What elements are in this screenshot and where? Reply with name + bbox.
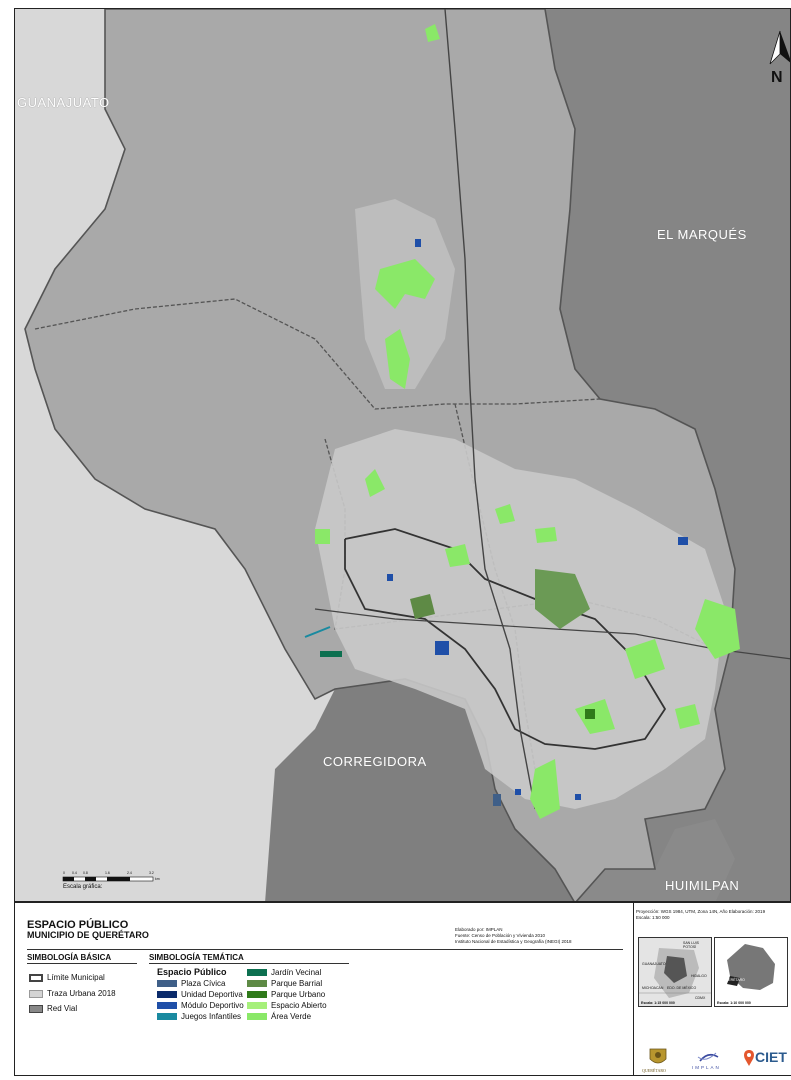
map-subtitle: MUNICIPIO DE QUERÉTARO <box>27 930 149 940</box>
legend-area-verde: Área Verde <box>247 1012 311 1021</box>
region-el-marques <box>545 9 790 901</box>
locator-scale-2: Escala: 1:10 000 000 <box>717 1001 751 1005</box>
scale-bar-graphic <box>62 876 154 882</box>
legend-juegos-infantiles: Juegos Infantiles <box>157 1012 241 1021</box>
implan-logo: IMPLAN <box>686 1049 730 1073</box>
queretaro-logo: QUERÉTARO <box>642 1046 672 1074</box>
thematic-header: SIMBOLOGÍA TEMÁTICA <box>149 953 244 962</box>
projection-1: Proyección: WGS 1984, UTM, Zona 14N, Año… <box>636 909 766 914</box>
ciet-logo: CIET <box>742 1049 788 1071</box>
region-corregidora <box>265 679 574 901</box>
sport-modules <box>387 239 688 800</box>
credit-2: Fuente: Censo de Población y Vivienda 20… <box>455 933 545 938</box>
locator-map-mexico: SAN LUIS POTOSÍ GUANAJUATO HIDALGO MICHO… <box>638 937 712 1007</box>
green-spaces <box>315 24 740 819</box>
north-label: N <box>771 69 783 86</box>
legend-divider <box>27 949 623 950</box>
delegation-lines <box>34 298 601 410</box>
juegos-infantiles <box>304 626 331 638</box>
urban-area <box>315 429 725 809</box>
locator-map-state: QUERÉTARO Escala: 1:10 000 000 <box>714 937 788 1007</box>
legend-limite-municipal: Límite Municipal <box>29 973 105 982</box>
map-canvas[interactable]: GUANAJUATO EL MARQUÉS CORREGIDORA HUIMIL… <box>14 8 791 902</box>
legend-parque-barrial: Parque Barrial <box>247 979 322 988</box>
scale-ticks: 0 0.4 0.8 1.6 2.4 3.2 <box>63 871 154 875</box>
projection-2: Escala: 1:50 000 <box>636 915 670 920</box>
legend-panel: ESPACIO PÚBLICO MUNICIPIO DE QUERÉTARO E… <box>14 902 634 1076</box>
legend-parque-urbano: Parque Urbano <box>247 990 325 999</box>
scale-label: Escala gráfica: <box>63 884 103 890</box>
thematic-divider <box>149 963 349 964</box>
label-huimilpan: HUIMILPAN <box>665 878 740 893</box>
legend-modulo-deportivo: Módulo Deportivo <box>157 1001 244 1010</box>
highway-57 <box>444 9 536 810</box>
region-huimilpan <box>576 819 735 901</box>
legend-red-vial: Red Vial <box>29 1004 77 1013</box>
basic-divider <box>27 963 137 964</box>
basic-header: SIMBOLOGÍA BÁSICA <box>27 953 112 962</box>
locator-panel: Proyección: WGS 1984, UTM, Zona 14N, Año… <box>634 902 791 1076</box>
legend-traza-urbana: Traza Urbana 2018 <box>29 989 116 998</box>
credit-3: Instituto Nacional de Estadística y Geog… <box>455 939 572 944</box>
legend-espacio-abierto: Espacio Abierto <box>247 1001 327 1010</box>
map-title: ESPACIO PÚBLICO <box>27 919 129 931</box>
thematic-group: Espacio Público <box>157 967 227 977</box>
locator-scale-1: Escala: 1:15 000 000 <box>641 1001 675 1005</box>
plaza-civica <box>493 794 501 806</box>
scale-unit: km <box>155 877 160 881</box>
garden-spaces <box>320 651 595 719</box>
label-guanajuato: GUANAJUATO <box>17 95 110 110</box>
legend-plaza-civica: Plaza Cívica <box>157 979 225 988</box>
credit-1: Elaborado por: IMPLAN <box>455 927 503 932</box>
map-svg <box>15 9 790 901</box>
label-el-marques: EL MARQUÉS <box>657 227 747 242</box>
legend-jardin-vecinal: Jardín Vecinal <box>247 968 321 977</box>
legend-unidad-deportiva: Unidad Deportiva <box>157 990 243 999</box>
label-corregidora: CORREGIDORA <box>323 754 427 769</box>
north-arrow <box>769 30 790 65</box>
